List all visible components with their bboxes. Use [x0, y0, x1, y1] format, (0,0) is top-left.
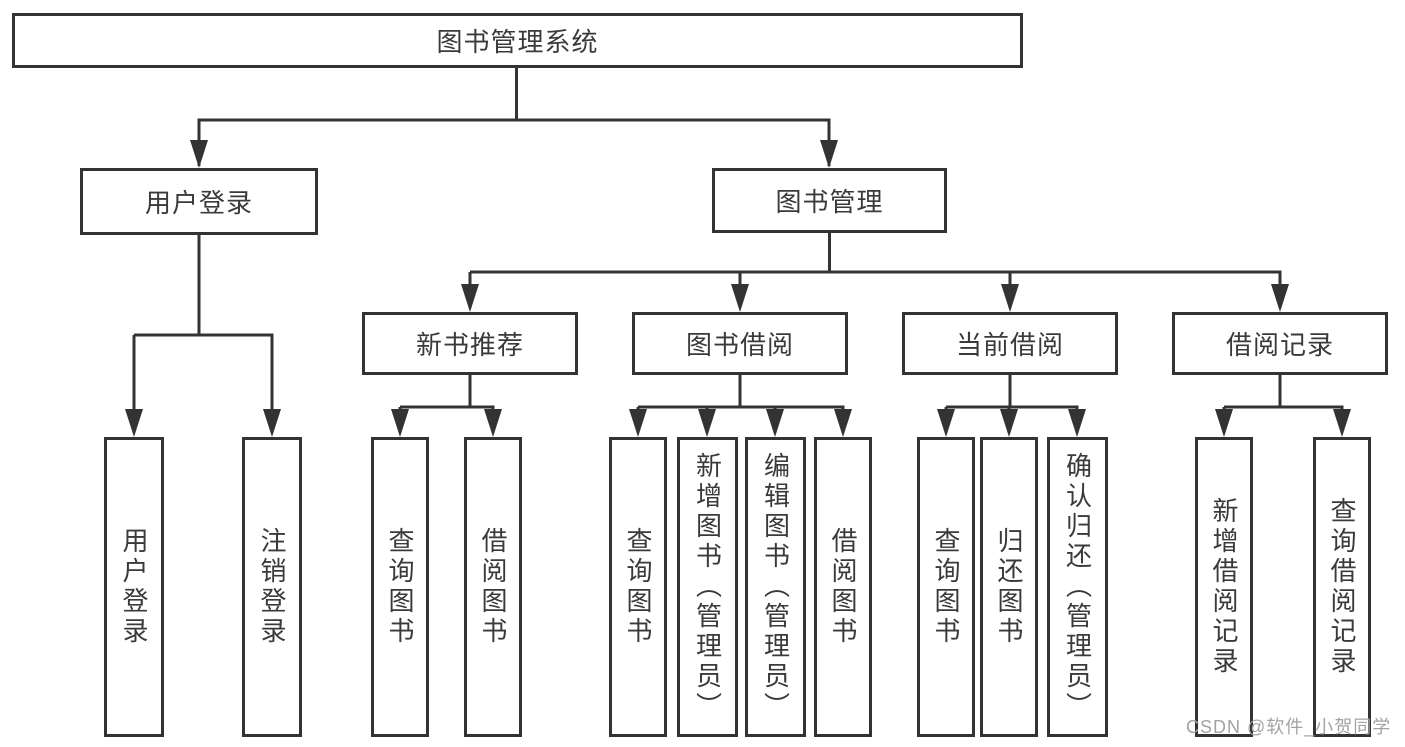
- node-leaf-return-books: 归还图书: [980, 437, 1038, 737]
- node-borrow-records: 借阅记录: [1172, 312, 1388, 375]
- node-leaf-current-query-books: 查询图书: [917, 437, 975, 737]
- node-root: 图书管理系统: [12, 13, 1023, 68]
- node-leaf-borrow-books: 借阅图书: [814, 437, 872, 737]
- node-current-borrow: 当前借阅: [902, 312, 1118, 375]
- edge-book-mgmt-children: [468, 232, 1282, 308]
- edge-user-login-children: [132, 234, 274, 433]
- edge-new-book-children: [398, 375, 495, 433]
- csdn-watermark: CSDN @软件_小贺同学: [1186, 717, 1392, 737]
- edge-borrow-record-children: [1222, 375, 1344, 433]
- node-leaf-newbook-borrow-books: 借阅图书: [464, 437, 522, 737]
- node-leaf-confirm-return-admin: 确认归还（管理员）: [1047, 437, 1108, 737]
- node-new-book-recommend: 新书推荐: [362, 312, 578, 375]
- arrowheads: [125, 140, 1351, 437]
- node-leaf-logout: 注销登录: [242, 437, 302, 737]
- node-leaf-add-books-admin: 新增图书（管理员）: [677, 437, 738, 737]
- edge-root-children: [197, 118, 831, 166]
- node-leaf-borrow-query-books: 查询图书: [609, 437, 667, 737]
- node-leaf-query-borrow-record: 查询借阅记录: [1313, 437, 1371, 737]
- edge-book-borrow-children: [636, 375, 845, 433]
- node-leaf-edit-books-admin: 编辑图书（管理员）: [745, 437, 806, 737]
- node-book-management: 图书管理: [712, 168, 947, 233]
- node-leaf-add-borrow-record: 新增借阅记录: [1195, 437, 1253, 737]
- node-user-login: 用户登录: [80, 168, 318, 235]
- node-book-borrow: 图书借阅: [632, 312, 848, 375]
- node-leaf-newbook-query-books: 查询图书: [371, 437, 429, 737]
- node-leaf-user-login: 用户登录: [104, 437, 164, 737]
